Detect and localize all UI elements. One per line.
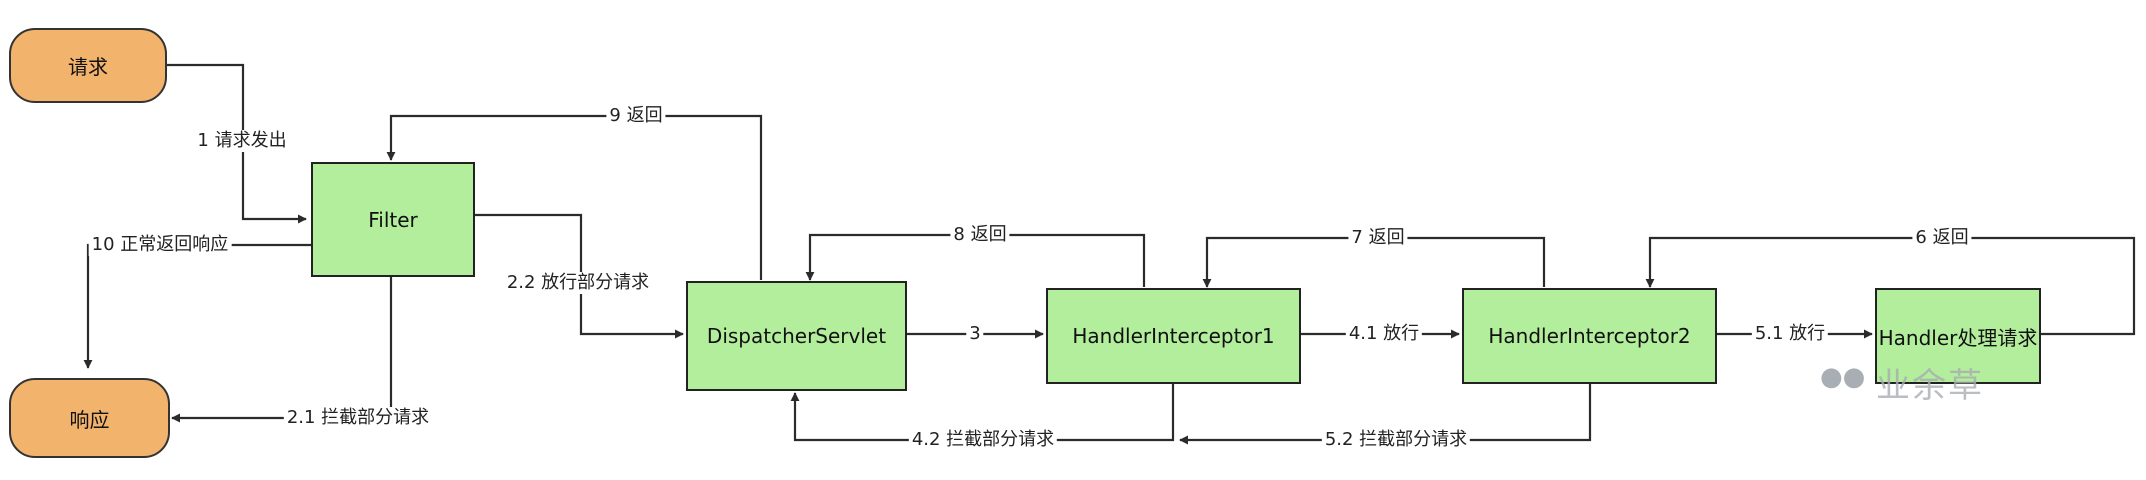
dispatcher-servlet-node: DispatcherServlet xyxy=(686,281,907,391)
handler-interceptor2-node: HandlerInterceptor2 xyxy=(1462,288,1717,384)
edge-8-label: 8 返回 xyxy=(950,224,1010,246)
edge-9-label: 9 返回 xyxy=(606,105,666,127)
edge-42-label: 4.2 拦截部分请求 xyxy=(908,429,1058,451)
filter-node: Filter xyxy=(311,162,475,277)
response-node: 响应 xyxy=(9,378,170,458)
edge-10-label: 10 正常返回响应 xyxy=(88,234,232,256)
edge-52-line xyxy=(1179,384,1592,445)
watermark-text: 业余草 xyxy=(1876,366,1984,406)
handler-interceptor1-node: HandlerInterceptor1 xyxy=(1046,288,1301,384)
wechat-icon: ●● xyxy=(1820,362,1866,392)
handler-node: Handler处理请求 xyxy=(1875,288,2041,384)
edge-10-line xyxy=(83,243,311,369)
edge-22-label: 2.2 放行部分请求 xyxy=(503,272,653,294)
edge-9-line xyxy=(386,114,763,280)
edge-6-line xyxy=(1645,236,2136,336)
edge-51-label: 5.1 放行 xyxy=(1751,323,1829,345)
edge-52-label: 5.2 拦截部分请求 xyxy=(1321,429,1471,451)
edge-41-label: 4.1 放行 xyxy=(1345,323,1423,345)
edge-6-label: 6 返回 xyxy=(1912,227,1972,249)
edge-7-label: 7 返回 xyxy=(1348,227,1408,249)
edge-1-label: 1 请求发出 xyxy=(194,130,290,152)
edge-21-label: 2.1 拦截部分请求 xyxy=(283,407,433,429)
edge-3-label: 3 xyxy=(966,323,984,345)
request-node: 请求 xyxy=(9,28,167,103)
edge-21-line xyxy=(171,277,393,423)
